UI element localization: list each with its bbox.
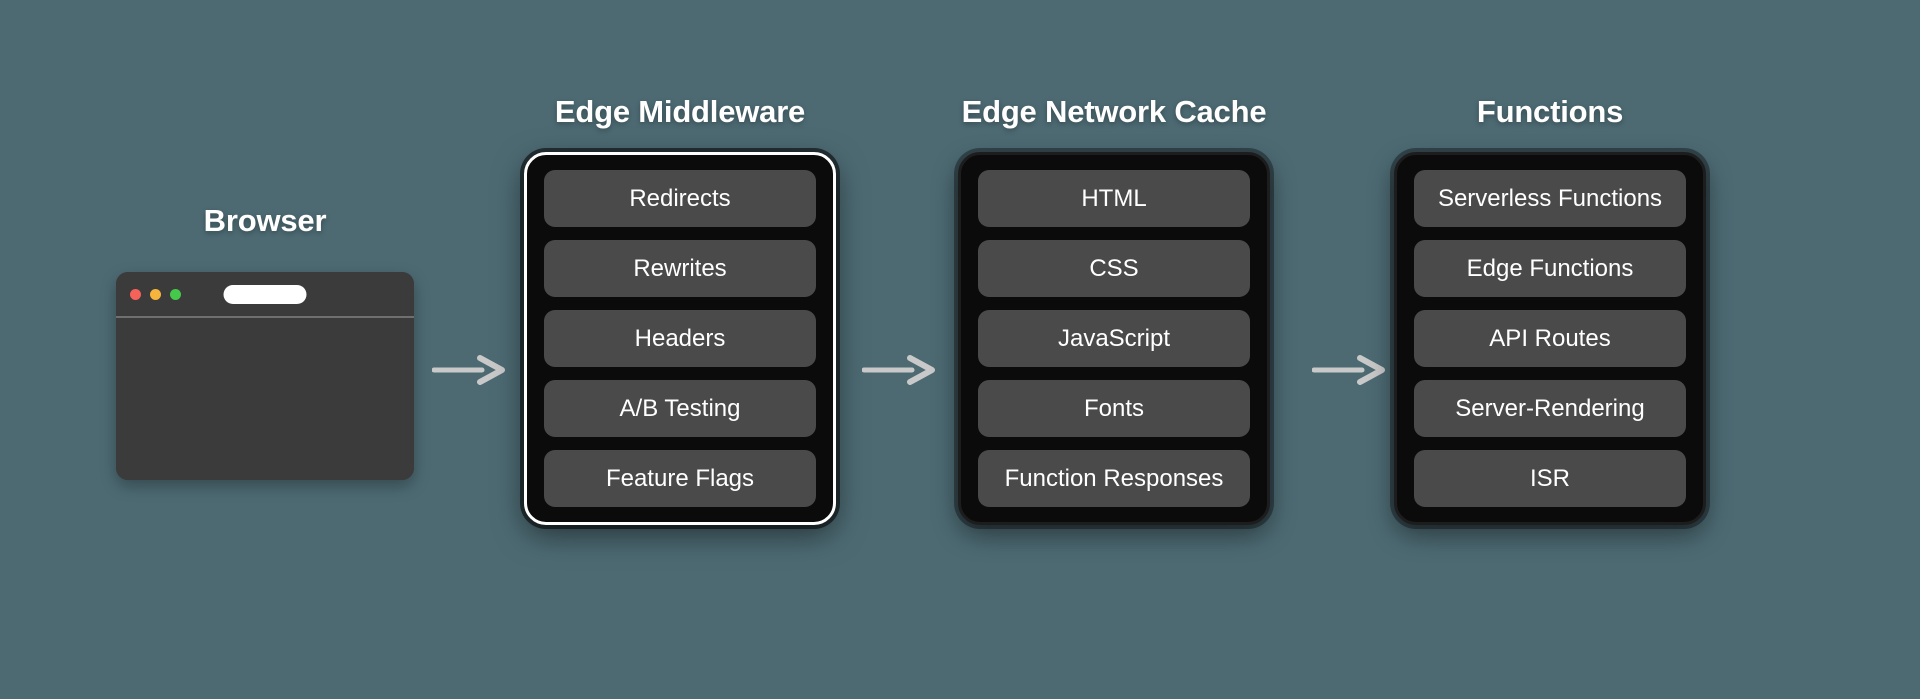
close-dot-icon (130, 288, 141, 300)
traffic-lights (130, 288, 181, 300)
item-edge-functions[interactable]: Edge Functions (1414, 240, 1686, 297)
item-redirects[interactable]: Redirects (544, 170, 816, 227)
maximize-dot-icon (170, 288, 181, 300)
column-title-functions: Functions (1476, 94, 1624, 129)
item-rewrites[interactable]: Rewrites (544, 240, 816, 297)
column-edge-middleware: Edge Middleware Redirects Rewrites Heade… (520, 96, 840, 525)
item-css[interactable]: CSS (978, 240, 1250, 297)
item-server-rendering[interactable]: Server-Rendering (1414, 380, 1686, 437)
browser-chrome (116, 272, 414, 318)
item-isr[interactable]: ISR (1414, 450, 1686, 507)
card-edge-middleware: Redirects Rewrites Headers A/B Testing F… (524, 152, 836, 525)
item-headers[interactable]: Headers (544, 310, 816, 367)
minimize-dot-icon (150, 288, 161, 300)
column-title-edge-middleware: Edge Middleware (554, 94, 806, 129)
browser-column: Browser (100, 205, 430, 480)
card-functions: Serverless Functions Edge Functions API … (1394, 152, 1706, 525)
browser-title: Browser (203, 203, 327, 238)
arrow-middleware-to-cache-icon (862, 355, 936, 385)
card-edge-network-cache: HTML CSS JavaScript Fonts Function Respo… (958, 152, 1270, 525)
item-fonts[interactable]: Fonts (978, 380, 1250, 437)
browser-window (116, 272, 414, 480)
item-function-responses[interactable]: Function Responses (978, 450, 1250, 507)
browser-viewport (116, 318, 414, 480)
item-javascript[interactable]: JavaScript (978, 310, 1250, 367)
item-ab-testing[interactable]: A/B Testing (544, 380, 816, 437)
item-api-routes[interactable]: API Routes (1414, 310, 1686, 367)
column-title-edge-network-cache: Edge Network Cache (961, 94, 1267, 129)
item-feature-flags[interactable]: Feature Flags (544, 450, 816, 507)
arrow-cache-to-functions-icon (1312, 355, 1386, 385)
item-serverless-functions[interactable]: Serverless Functions (1414, 170, 1686, 227)
url-bar[interactable] (223, 284, 307, 304)
column-edge-network-cache: Edge Network Cache HTML CSS JavaScript F… (954, 96, 1274, 525)
item-html[interactable]: HTML (978, 170, 1250, 227)
arrow-browser-to-middleware-icon (432, 355, 506, 385)
column-functions: Functions Serverless Functions Edge Func… (1390, 96, 1710, 525)
